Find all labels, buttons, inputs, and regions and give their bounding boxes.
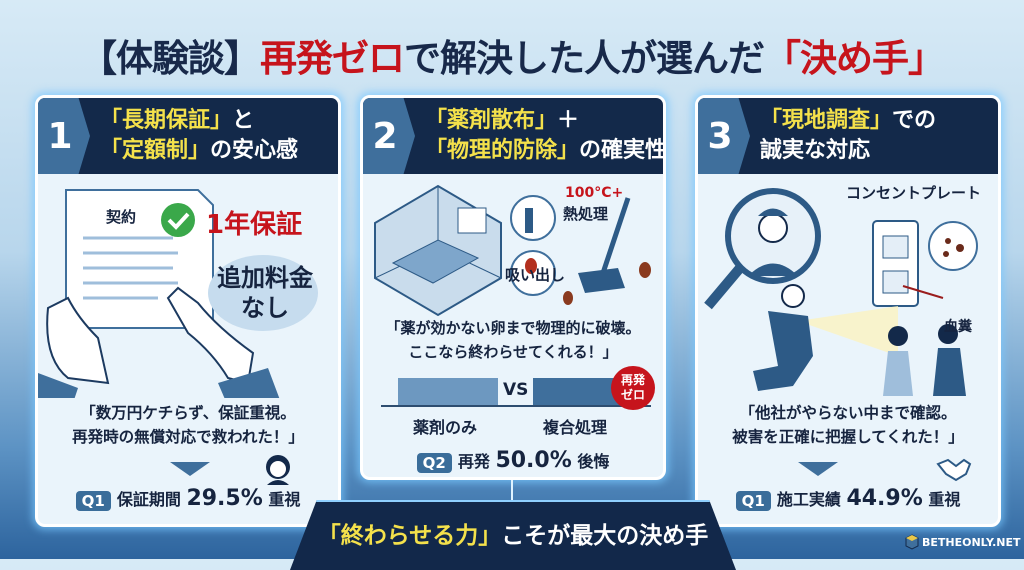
woman-avatar-icon: [266, 455, 290, 485]
suction-label: 吸い出し: [505, 266, 566, 284]
outlet-label: コンセントプレート: [846, 184, 982, 202]
bedroom-illustration: [374, 184, 651, 317]
combined-bar: [533, 378, 623, 405]
chemical-only-bar: [398, 378, 498, 405]
handshake-icon: [936, 458, 972, 482]
title-prefix: 【体験談】: [80, 37, 261, 80]
baseline: [381, 405, 651, 407]
check-icon: [161, 203, 195, 237]
vs-label: VS: [503, 380, 529, 400]
conclusion-banner: 「終わらせる力」こそが最大の決め手: [290, 500, 736, 570]
no-extra-fee-bubble: 追加料金なし: [217, 264, 313, 322]
combined-label: 複合処理: [543, 418, 608, 437]
logo-cube-icon: [905, 534, 919, 550]
vacuum-icon: [578, 268, 625, 293]
chemical-only-label: 薬剤のみ: [413, 418, 478, 437]
title-middle: で解決した人が選んだ: [404, 37, 765, 80]
heat-temp-label: 100°C+: [565, 185, 624, 201]
connector-line: [511, 480, 513, 502]
site-logo: BETHEONLY.NET: [905, 534, 1021, 550]
card-heading: 「現地調査」での誠実な対応: [760, 108, 937, 163]
card-guarantee: 1 「長期保証」と「定額制」の安心感 契約 1年保証 追加料金なし 「数万円ケチ…: [35, 95, 341, 527]
card-number: 1: [38, 98, 90, 174]
title-quote: 「決め手」: [764, 37, 945, 80]
card-number: 2: [363, 98, 415, 174]
zero-recurrence-badge: 再発ゼロ: [611, 366, 655, 410]
testimonial-quote: 「薬が効かない卵まで物理的に破壊。ここなら終わらせてくれる！」: [385, 319, 641, 361]
arrow-down-icon: [170, 462, 210, 476]
card-number: 3: [698, 98, 750, 174]
arrow-down-icon: [798, 462, 838, 476]
inspection-illustration: [704, 188, 978, 396]
card-inspection: 3 「現地調査」での誠実な対応 コンセントプレート 血糞 「他社がやらない中まで…: [695, 95, 1001, 527]
card-header: 3 「現地調査」での誠実な対応: [698, 98, 998, 174]
heat-treatment-label: 熱処理: [563, 205, 609, 223]
contract-label: 契約: [106, 208, 137, 226]
testimonial-quote: 「他社がやらない中まで確認。被害を正確に把握してくれた！」: [732, 404, 964, 446]
card-header: 1 「長期保証」と「定額制」の安心感: [38, 98, 338, 174]
card-heading: 「長期保証」と「定額制」の安心感: [100, 108, 299, 163]
contract-illustration: [38, 189, 318, 398]
guarantee-label: 1年保証: [206, 210, 303, 240]
page-title: 【体験談】再発ゼロで解決した人が選んだ「決め手」: [0, 28, 1024, 82]
card-heading: 「薬剤散布」＋「物理的防除」の確実性: [425, 108, 666, 163]
testimonial-quote: 「数万円ケチらず、保証重視。再発時の無償対応で救われた！」: [72, 404, 304, 446]
title-highlight: 再発ゼロ: [260, 37, 405, 80]
blood-stain-label: 血糞: [944, 319, 972, 335]
card-treatment: 2 「薬剤散布」＋「物理的防除」の確実性 100°C+ 熱処理 吸い出し 「薬が…: [360, 95, 666, 480]
card-header: 2 「薬剤散布」＋「物理的防除」の確実性: [363, 98, 663, 174]
